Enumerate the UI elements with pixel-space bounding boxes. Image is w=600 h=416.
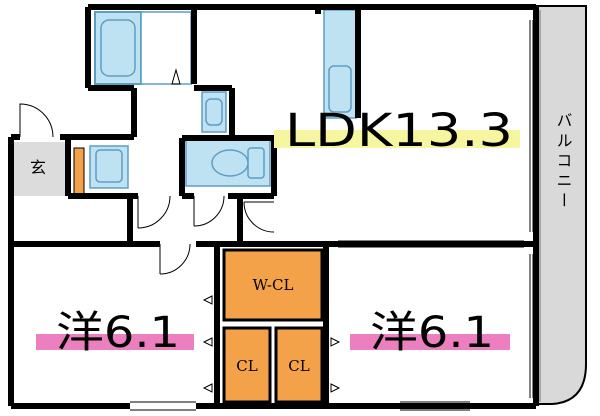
room-right-label: 洋6.1 xyxy=(370,308,494,358)
toilet xyxy=(185,139,271,187)
windows xyxy=(130,20,534,411)
ldk-label: LDK13.3 xyxy=(285,104,513,157)
closet-b-label: CL xyxy=(288,357,309,375)
entrance xyxy=(14,142,70,196)
washing-area xyxy=(140,11,192,85)
entrance-label: 玄 xyxy=(30,158,46,177)
walk-in-closet xyxy=(222,248,324,322)
balcony-label: バルコニー xyxy=(554,112,573,212)
kitchen-sink xyxy=(328,65,352,113)
closet-a-label: CL xyxy=(236,357,257,375)
room-left-label: 洋6.1 xyxy=(56,308,180,358)
balcony xyxy=(535,5,587,405)
closet-doors xyxy=(202,295,341,393)
doors xyxy=(19,68,275,275)
closet-a xyxy=(222,326,272,404)
closet-b xyxy=(274,326,324,404)
room-left-label-highlight xyxy=(36,334,194,350)
ldk-label-highlight xyxy=(274,130,520,148)
room-right-label-highlight xyxy=(350,334,510,350)
shoe-closet xyxy=(73,147,85,195)
walls xyxy=(8,4,539,409)
walk-in-closet-label: W-CL xyxy=(253,276,294,294)
